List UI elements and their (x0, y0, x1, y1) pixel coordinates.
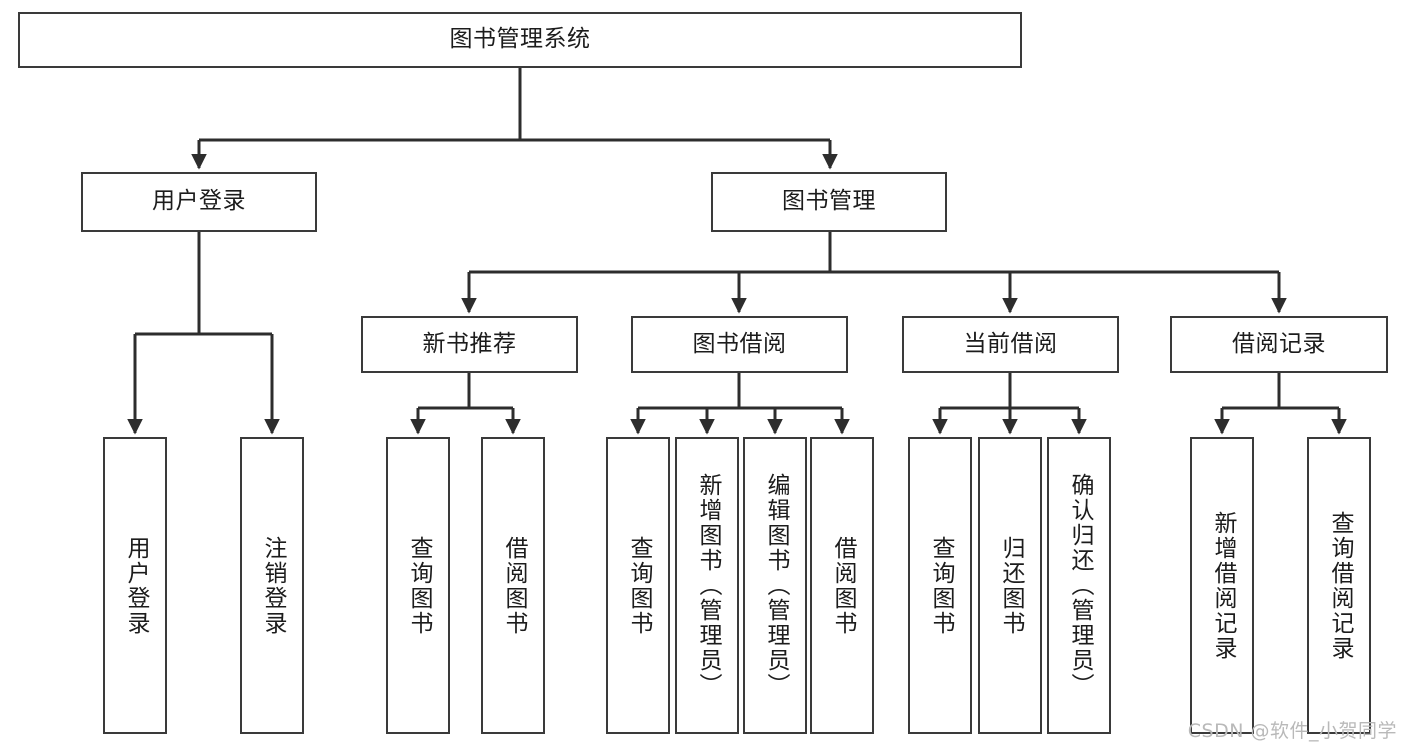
leaf-user-login-login[interactable]: 用户登录 (103, 437, 167, 734)
node-root-label: 图书管理系统 (449, 26, 591, 53)
leaf-book-borrow-borrow[interactable]: 借阅图书 (810, 437, 874, 734)
leaf-new-book-borrow[interactable]: 借阅图书 (481, 437, 545, 734)
leaf-new-book-query-label: 查询图书 (405, 535, 432, 636)
leaf-current-borrow-query[interactable]: 查询图书 (908, 437, 972, 734)
node-user-login-label: 用户登录 (152, 188, 246, 215)
leaf-current-borrow-return-label: 归还图书 (997, 535, 1024, 636)
leaf-new-book-borrow-label: 借阅图书 (500, 535, 527, 636)
leaf-book-borrow-edit[interactable]: 编辑图书（管理员） (743, 437, 807, 734)
leaf-book-borrow-edit-label: 编辑图书（管理员） (762, 473, 789, 698)
node-book-borrow[interactable]: 图书借阅 (631, 316, 848, 373)
leaf-current-borrow-confirm-label: 确认归还（管理员） (1066, 473, 1093, 698)
leaf-user-login-logout[interactable]: 注销登录 (240, 437, 304, 734)
node-borrow-record-label: 借阅记录 (1232, 330, 1326, 357)
leaf-new-book-query[interactable]: 查询图书 (386, 437, 450, 734)
leaf-borrow-record-query[interactable]: 查询借阅记录 (1307, 437, 1371, 734)
node-current-borrow-label: 当前借阅 (963, 330, 1058, 357)
node-book-borrow-label: 图书借阅 (692, 330, 787, 357)
leaf-borrow-record-add-label: 新增借阅记录 (1209, 510, 1236, 661)
node-book-management-label: 图书管理 (782, 188, 876, 215)
leaf-book-borrow-query[interactable]: 查询图书 (606, 437, 670, 734)
leaf-user-login-login-label: 用户登录 (122, 535, 149, 636)
node-book-management[interactable]: 图书管理 (711, 172, 947, 232)
leaf-book-borrow-borrow-label: 借阅图书 (829, 535, 856, 636)
leaf-book-borrow-query-label: 查询图书 (625, 535, 652, 636)
node-root[interactable]: 图书管理系统 (18, 12, 1022, 68)
node-user-login[interactable]: 用户登录 (81, 172, 317, 232)
node-new-book-recommend-label: 新书推荐 (422, 330, 517, 357)
leaf-book-borrow-add[interactable]: 新增图书（管理员） (675, 437, 739, 734)
node-new-book-recommend[interactable]: 新书推荐 (361, 316, 578, 373)
leaf-current-borrow-confirm[interactable]: 确认归还（管理员） (1047, 437, 1111, 734)
leaf-borrow-record-add[interactable]: 新增借阅记录 (1190, 437, 1254, 734)
leaf-user-login-logout-label: 注销登录 (259, 535, 286, 636)
leaf-current-borrow-return[interactable]: 归还图书 (978, 437, 1042, 734)
watermark-text: CSDN @软件_小贺同学 (1187, 720, 1397, 742)
node-borrow-record[interactable]: 借阅记录 (1170, 316, 1388, 373)
leaf-current-borrow-query-label: 查询图书 (927, 535, 954, 636)
leaf-borrow-record-query-label: 查询借阅记录 (1326, 510, 1353, 661)
leaf-book-borrow-add-label: 新增图书（管理员） (694, 473, 721, 698)
node-current-borrow[interactable]: 当前借阅 (902, 316, 1119, 373)
